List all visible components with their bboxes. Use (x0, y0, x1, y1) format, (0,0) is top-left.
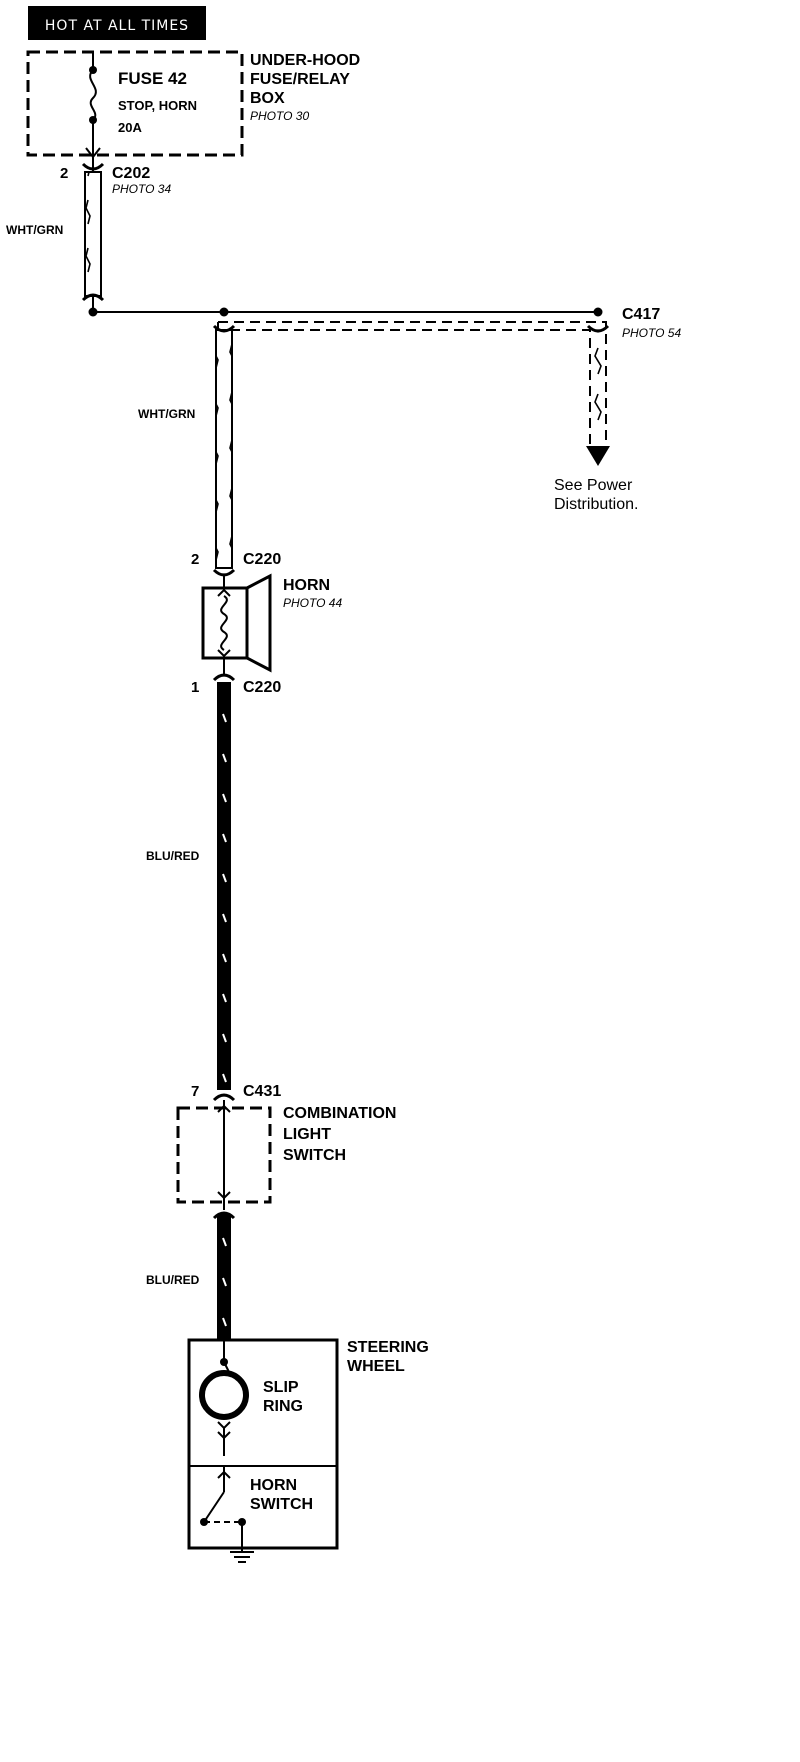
c220-top-name: C220 (243, 551, 281, 568)
splice-bus (88, 296, 603, 317)
splice-point-center (219, 307, 229, 317)
connector-c431: 7 C431 (191, 1083, 281, 1102)
slip-ring-label-1: SLIP (263, 1379, 299, 1396)
power-distribution-ref-2: Distribution. (554, 496, 638, 513)
power-distribution-ref-1: See Power (554, 477, 633, 494)
slip-ring-label-2: RING (263, 1398, 303, 1415)
fuse-box-outline (26, 50, 244, 157)
c220-bottom-name: C220 (243, 679, 281, 696)
splice-point-left (88, 307, 98, 317)
c417-name: C417 (622, 306, 660, 323)
horn-switch-label-1: HORN (250, 1477, 297, 1494)
c202-pin: 2 (60, 165, 68, 182)
c431-name: C431 (243, 1083, 281, 1100)
connector-c202: 2 C202 PHOTO 34 (60, 158, 171, 196)
horn-photo: PHOTO 44 (283, 596, 342, 610)
wire-blu-red-2: BLU/RED (146, 1211, 236, 1340)
fuse-box-title-2: FUSE/RELAY (250, 71, 350, 88)
fuse-description: STOP, HORN (118, 98, 197, 113)
branch-to-c417: C417 PHOTO 54 See Power Distribution. (217, 306, 681, 513)
hot-at-all-times-header: HOT AT ALL TIMES (28, 6, 206, 40)
wire-2-color: WHT/GRN (138, 407, 195, 421)
c202-photo: PHOTO 34 (112, 182, 171, 196)
horn-coil-icon (220, 595, 228, 651)
c431-pin: 7 (191, 1083, 199, 1100)
wire-3-color: BLU/RED (146, 849, 200, 863)
wire-1-color: WHT/GRN (6, 223, 63, 237)
steering-wheel: STEERING WHEEL SLIP RING HORN SWITCH (187, 1338, 429, 1563)
c220-bottom-pin: 1 (191, 679, 199, 696)
steering-wheel-title-1: STEERING (347, 1339, 429, 1356)
horn-switch-icon (203, 1491, 225, 1523)
horn-bell-icon (245, 573, 272, 673)
fuse-rating: 20A (118, 120, 142, 135)
fuse-relay-box: FUSE 42 STOP, HORN 20A UNDER-HOOD FUSE/R… (26, 50, 360, 159)
fuse-box-title-3: BOX (250, 90, 285, 107)
fuse-box-title-1: UNDER-HOOD (250, 52, 360, 69)
combination-light-switch: COMBINATION LIGHT SWITCH (176, 1100, 396, 1210)
splice-point-right (593, 307, 603, 317)
horn-switch-label-2: SWITCH (250, 1496, 313, 1513)
wire-wht-grn-2: WHT/GRN (138, 324, 236, 569)
connector-c220-bottom: 1 C220 (191, 673, 281, 696)
horn-label: HORN (283, 577, 330, 594)
steering-wheel-title-2: WHEEL (347, 1358, 405, 1375)
fuse-icon (89, 69, 97, 121)
wire-blu-red-1: BLU/RED (146, 682, 231, 1090)
fuse-name: FUSE 42 (118, 69, 187, 88)
header-label: HOT AT ALL TIMES (45, 18, 189, 34)
wire-wht-grn-1: WHT/GRN (6, 171, 105, 302)
arrow-down-icon (586, 446, 610, 466)
horn: HORN PHOTO 44 (201, 573, 342, 674)
c220-top-pin: 2 (191, 551, 199, 568)
combo-switch-title-1: COMBINATION (283, 1105, 396, 1122)
c417-photo: PHOTO 54 (622, 326, 681, 340)
c202-name: C202 (112, 165, 150, 182)
fuse-box-photo: PHOTO 30 (250, 109, 309, 123)
slip-ring-icon (199, 1370, 249, 1420)
wire-4-color: BLU/RED (146, 1273, 200, 1287)
combo-switch-title-3: SWITCH (283, 1147, 346, 1164)
connector-c220-top: 2 C220 (191, 551, 281, 577)
steering-wheel-outline (187, 1338, 339, 1550)
combo-switch-title-2: LIGHT (283, 1126, 331, 1143)
